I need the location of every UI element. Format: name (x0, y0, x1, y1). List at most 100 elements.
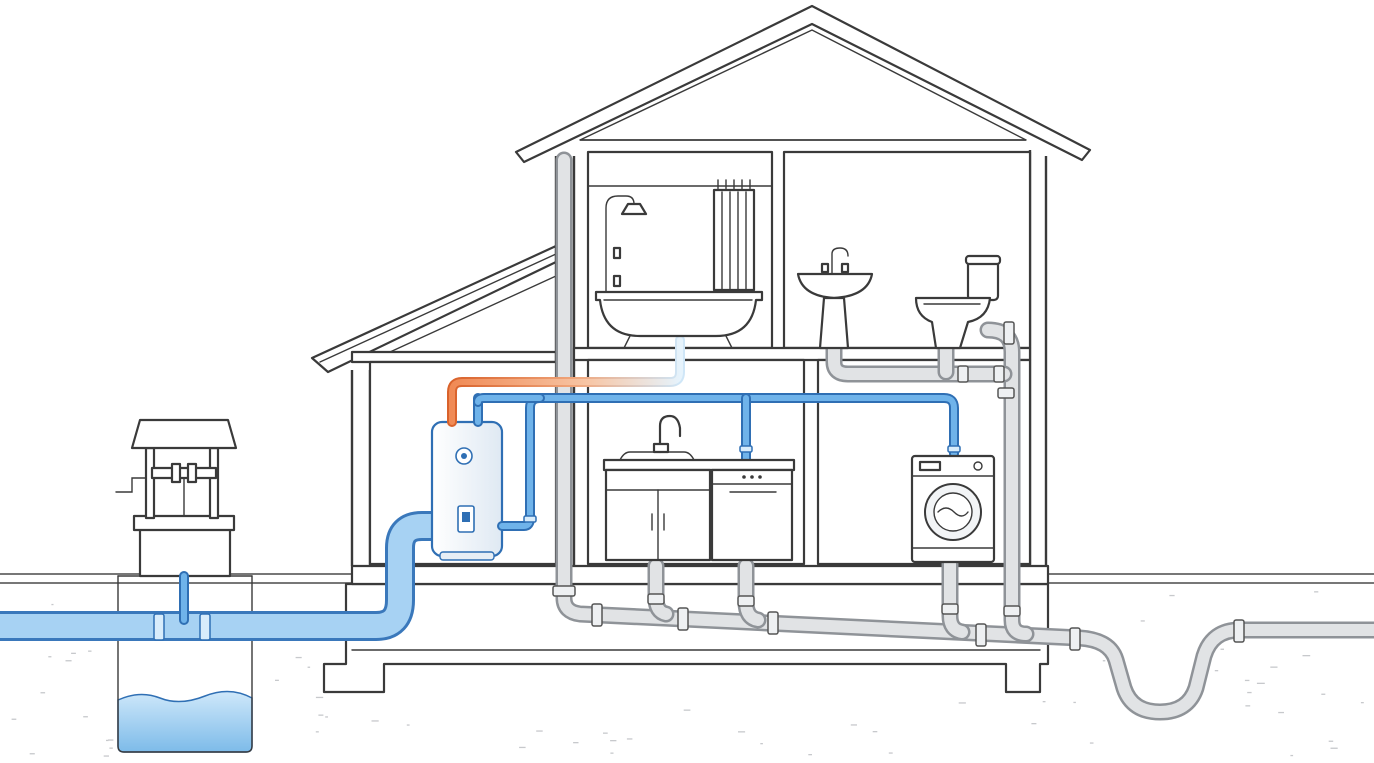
soil-speck (51, 603, 54, 606)
pipe-coupler (591, 603, 603, 627)
dishwasher (710, 468, 794, 562)
soil-speck (48, 656, 52, 658)
pipe-coupler (941, 603, 959, 615)
pipe-coupler (767, 611, 779, 635)
cold-water-line (473, 393, 959, 531)
soil-speck (1360, 702, 1364, 704)
soil-speck (1220, 648, 1224, 650)
soil-speck (315, 696, 324, 699)
soil-speck (109, 747, 113, 749)
soil-speck (325, 716, 328, 718)
soil-speck (760, 743, 763, 745)
soil-speck (1290, 754, 1294, 757)
soil-speck (738, 731, 746, 733)
supply-couplers (523, 445, 961, 523)
soil-speck (610, 752, 614, 754)
pipe-coupler (957, 365, 969, 383)
soil-speck (1102, 660, 1106, 662)
drain-system (552, 151, 1374, 721)
soil-speck (573, 742, 579, 744)
soil-speck (29, 753, 35, 755)
pipe-coupler (997, 387, 1015, 399)
soil-speck (83, 716, 88, 718)
kitchen-sink (619, 414, 695, 461)
pipe-coupler (552, 585, 576, 597)
kitchen-cabinet (602, 458, 796, 562)
soil-speck (1042, 701, 1046, 703)
soil-speck (107, 739, 114, 741)
bathroom-sink (796, 247, 874, 350)
soil-speck (65, 660, 72, 662)
soil-speck (307, 666, 311, 668)
shower-head (605, 195, 648, 293)
soil-speck (1089, 742, 1094, 744)
well-base (138, 526, 232, 578)
pipe-coupler (975, 623, 987, 647)
ground (0, 573, 1374, 757)
soil-speck (626, 738, 633, 740)
soil-speck (315, 731, 319, 733)
soil-speck (1214, 670, 1219, 672)
supply-coupler (739, 445, 753, 453)
soil-speck (519, 746, 526, 749)
soil-speck (1169, 594, 1175, 597)
shower-curtain (587, 179, 773, 292)
well-icon (115, 418, 253, 753)
supply-coupler (947, 445, 961, 453)
pipe-coupler (1069, 627, 1081, 651)
soil-speck (958, 702, 966, 704)
soil-speck (1330, 747, 1338, 749)
hot-water-line (447, 335, 685, 427)
foundation (322, 582, 1050, 694)
soil-speck (318, 714, 324, 716)
washing-machine-icon (910, 454, 996, 564)
drain-couplers (552, 321, 1245, 651)
soil-speck (610, 740, 617, 742)
soil-speck (1314, 591, 1319, 593)
upper-floor (572, 346, 1032, 362)
soil-speck (536, 730, 543, 732)
soil-speck (872, 731, 878, 733)
pipe-coupler (647, 593, 665, 605)
pipe-coupler (1003, 605, 1021, 617)
soil-speck (1245, 705, 1251, 707)
bathroom-right (782, 150, 1032, 350)
soil-speck (603, 732, 608, 734)
well-water (117, 690, 253, 753)
soil-speck (1302, 655, 1311, 657)
floor-slab (350, 564, 1050, 586)
bathtub (594, 290, 764, 349)
pipe-coupler (1233, 619, 1245, 643)
soil-speck (103, 755, 109, 757)
supply-coupler (523, 515, 537, 523)
soil-speck (406, 724, 410, 726)
house (310, 4, 1092, 694)
soil-speck (71, 652, 76, 654)
soil-speck (1031, 723, 1037, 725)
soil-speck (1278, 711, 1284, 714)
toilet (914, 254, 1002, 350)
soil-speck (40, 692, 46, 694)
soil-speck (1321, 693, 1326, 695)
main-roof (514, 4, 1092, 164)
pipe-coupler (1003, 321, 1015, 345)
wing-ceiling (350, 350, 558, 364)
soil-speck (88, 650, 92, 652)
soil-speck (888, 752, 893, 754)
soil-speck (371, 720, 379, 722)
pipe-coupler (993, 365, 1005, 383)
soil-speck (1256, 682, 1265, 684)
soil-speck (106, 739, 109, 742)
soil-speck (808, 754, 812, 756)
pipe-coupler (677, 607, 689, 631)
soil-speck (850, 724, 857, 726)
soil-speck (1270, 666, 1278, 668)
water-heater-icon (430, 420, 504, 561)
soil-speck (1073, 701, 1076, 704)
pipe-coupler (737, 595, 755, 607)
soil-speck (11, 718, 17, 720)
soil-speck (1244, 679, 1250, 682)
soil-speck (1140, 620, 1145, 622)
soil-speck (1247, 691, 1252, 694)
